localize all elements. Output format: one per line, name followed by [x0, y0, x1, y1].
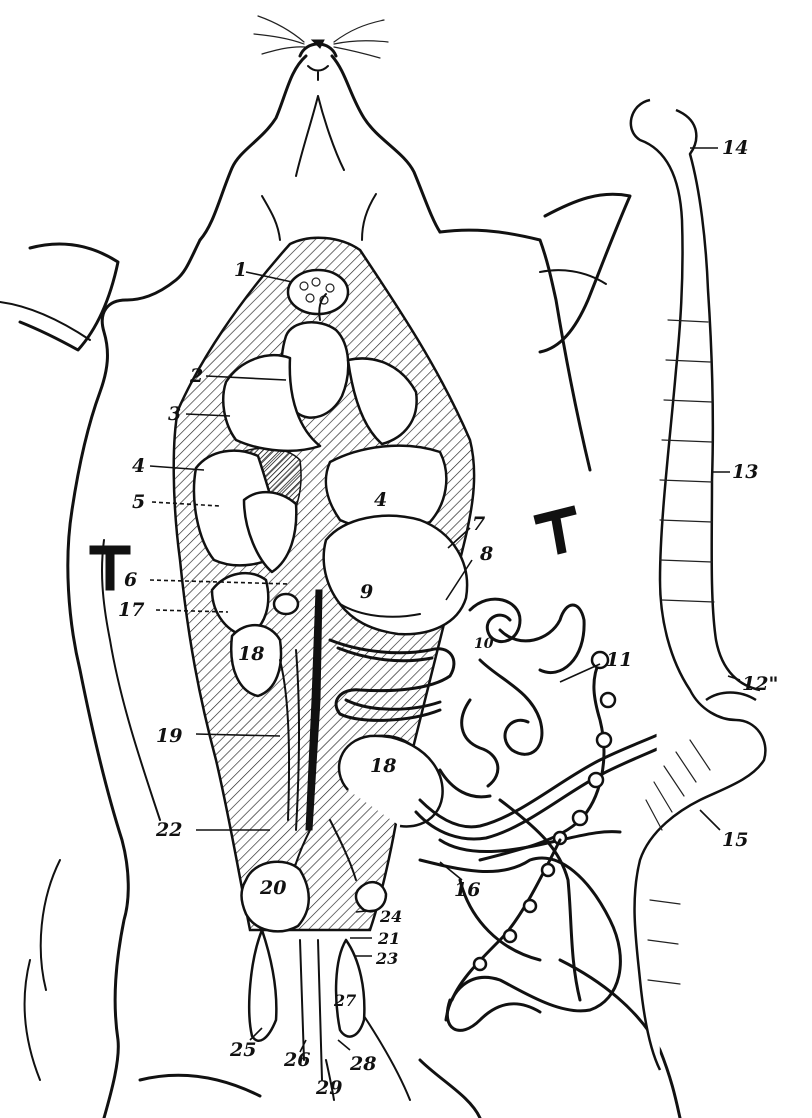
label-24: 24	[379, 907, 402, 926]
label-17: 17	[118, 599, 144, 621]
label-23: 23	[375, 949, 398, 968]
label-18-left: 18	[238, 643, 264, 665]
label-2: 2	[189, 365, 203, 387]
label-3: 3	[168, 403, 181, 425]
label-1: 1	[234, 259, 247, 281]
label-19: 19	[156, 725, 182, 747]
label-12: 12"	[742, 673, 778, 695]
label-4-left: 4	[132, 455, 145, 477]
label-14: 14	[722, 137, 748, 159]
label-25: 25	[229, 1039, 256, 1061]
label-10: 10	[474, 636, 494, 652]
label-9: 9	[360, 581, 373, 603]
label-28: 28	[349, 1053, 376, 1075]
thymus	[288, 270, 348, 314]
label-7: 7	[472, 513, 485, 535]
label-20: 20	[259, 877, 286, 899]
pin-marker	[534, 506, 576, 554]
label-5: 5	[132, 491, 145, 513]
label-4-right: 4	[374, 489, 387, 511]
label-13: 13	[732, 461, 758, 483]
label-27: 27	[333, 991, 356, 1010]
gut-ribbon	[631, 100, 766, 1070]
label-29: 29	[315, 1077, 342, 1099]
label-15: 15	[722, 829, 748, 851]
label-16: 16	[454, 879, 480, 901]
label-22: 22	[155, 819, 182, 841]
label-18-right: 18	[370, 755, 396, 777]
label-26: 26	[283, 1049, 310, 1071]
label-8: 8	[479, 543, 493, 565]
label-11: 11	[606, 649, 632, 671]
label-21: 21	[377, 929, 400, 948]
label-6: 6	[124, 569, 137, 591]
